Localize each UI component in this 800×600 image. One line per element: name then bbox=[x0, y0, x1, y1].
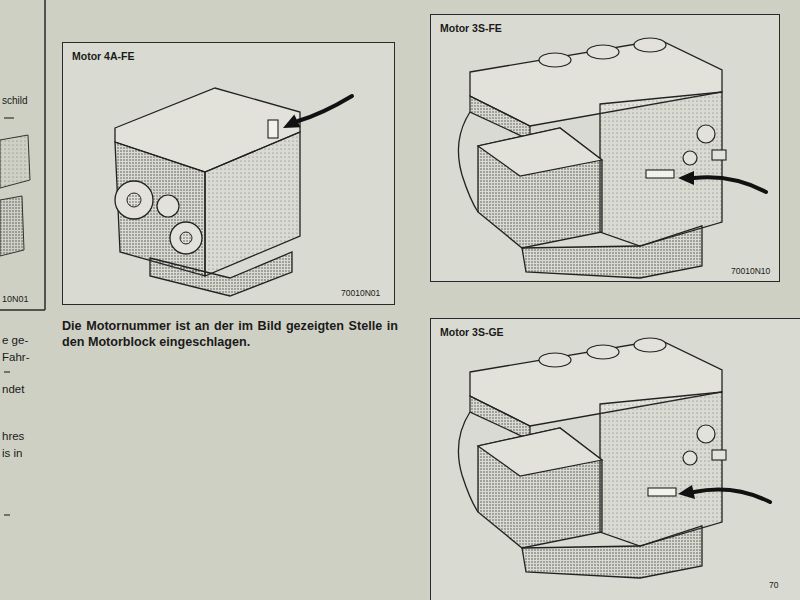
figure-panel: Motor 3S-GE 70 bbox=[430, 318, 800, 600]
margin-fragment: schild bbox=[2, 95, 28, 108]
margin-fragment: e ge- bbox=[2, 333, 28, 347]
panel-heading: Motor 3S-FE bbox=[440, 22, 502, 34]
number-plate bbox=[646, 170, 674, 178]
panel-heading: Motor 3S-GE bbox=[440, 326, 504, 338]
panel-edge bbox=[0, 309, 45, 311]
figure-panel: Motor 4A-FE 70010N01 bbox=[62, 42, 395, 305]
engine-4a-fe bbox=[115, 88, 352, 296]
engine-3s-ge bbox=[458, 338, 770, 578]
pointer-arrow bbox=[283, 115, 301, 128]
margin-fragment: Fahr- bbox=[2, 350, 29, 364]
figure-code: 70 bbox=[769, 581, 778, 591]
pointer-arrow bbox=[678, 171, 694, 185]
number-plate bbox=[648, 488, 676, 496]
margin-fragment: hres bbox=[2, 429, 24, 443]
figure-code: 70010N01 bbox=[341, 289, 380, 299]
panel-heading: Motor 4A-FE bbox=[72, 50, 134, 62]
margin-fragment: ndet bbox=[2, 382, 24, 396]
margin-fragment: is in bbox=[2, 446, 22, 460]
caption-paragraph: Die Motornummer ist an der im Bild gezei… bbox=[62, 319, 398, 350]
cut-figure bbox=[0, 135, 30, 188]
panel-edge bbox=[44, 0, 46, 310]
figure-panel: Motor 3S-FE 70010N10 bbox=[430, 14, 780, 282]
engine-3s-fe bbox=[458, 38, 766, 278]
pointer-arrow bbox=[678, 485, 695, 499]
figure-code: 70010N10 bbox=[731, 267, 770, 277]
margin-fragment: 10N01 bbox=[2, 294, 29, 305]
number-plate bbox=[268, 120, 278, 138]
cut-figure bbox=[0, 196, 24, 256]
